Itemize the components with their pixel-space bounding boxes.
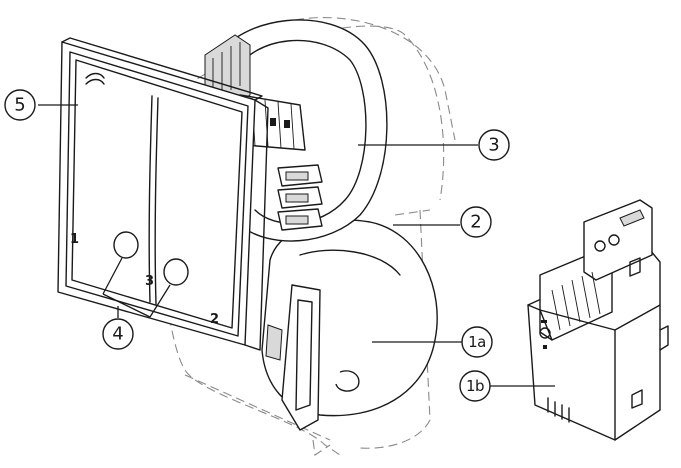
callout-4-label: 4 — [112, 324, 123, 345]
callout-5: 5 — [4, 89, 78, 121]
rocker-number-right: 2 — [210, 312, 219, 327]
callout-2-label: 2 — [470, 212, 481, 233]
callout-1a-label: 1a — [468, 333, 486, 351]
callout-4: 4 — [102, 257, 171, 350]
callout-5-label: 5 — [14, 95, 25, 116]
callout-1b: 1b — [459, 370, 555, 402]
insert-module-3 — [204, 19, 388, 242]
callout-3-label: 3 — [488, 135, 499, 156]
din-rail-power-supply-1b — [527, 199, 669, 441]
callout-2: 2 — [393, 206, 492, 238]
callout-1a: 1a — [372, 326, 493, 358]
mounting-base-1a — [261, 219, 438, 431]
dashed-wallbox-outline — [159, 17, 456, 456]
rocker-number-middle: 3 — [145, 274, 154, 289]
callout-1b-label: 1b — [466, 377, 484, 395]
rocker-number-left: 1 — [70, 232, 79, 247]
callout-3: 3 — [358, 129, 510, 161]
rocker-switch-plate-5: 1 3 2 — [57, 37, 283, 361]
